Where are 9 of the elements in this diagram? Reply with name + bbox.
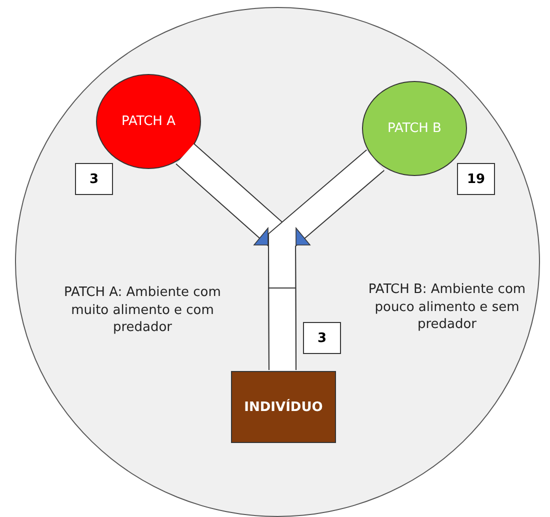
description-text: PATCH B: Ambiente com pouco alimento e sem predador bbox=[367, 281, 527, 334]
count-box: 19 bbox=[457, 163, 495, 195]
patch-circle: PATCH A bbox=[96, 74, 201, 169]
description-text: PATCH A: Ambiente com muito alimento e com predador bbox=[63, 284, 222, 337]
individual-box: INDIVÍDUO bbox=[231, 371, 336, 443]
count-box: 3 bbox=[75, 163, 113, 195]
patch-circle: PATCH B bbox=[362, 81, 467, 176]
count-box: 3 bbox=[303, 322, 341, 354]
corridor bbox=[268, 149, 384, 370]
